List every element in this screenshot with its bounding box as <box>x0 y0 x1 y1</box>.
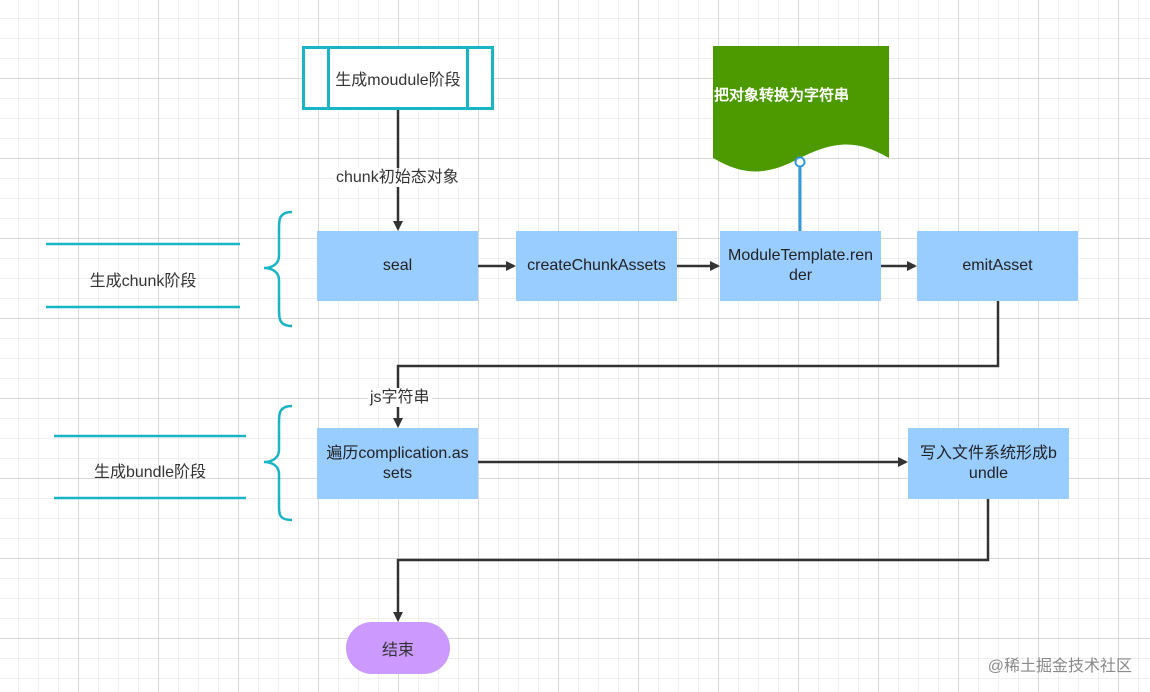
arrow-write-to-end <box>393 499 990 622</box>
bundle-stage-bracket <box>263 404 293 522</box>
node-traverse-assets: 遍历complication.assets <box>317 428 478 499</box>
stage-label-chunk: 生成chunk阶段 <box>89 273 197 290</box>
node-module-template-render: ModuleTemplate.render <box>720 231 881 301</box>
node-write-filesystem: 写入文件系统形成bundle <box>908 428 1069 499</box>
edge-label-chunk-init: chunk初始态对象 <box>334 168 461 187</box>
annotation-text: 把对象转换为字符串 <box>714 87 850 104</box>
chunk-stage-bracket <box>263 210 293 328</box>
annotation-document-shape <box>713 46 889 172</box>
end-node-label: 结束 <box>381 642 414 659</box>
node-seal: seal <box>317 231 478 301</box>
start-node-generate-module: 生成moudule阶段 <box>302 46 494 110</box>
end-node: 结束 <box>346 622 450 674</box>
stage-label-bundle: 生成bundle阶段 <box>93 464 207 481</box>
arrow-emit-to-traverse <box>393 301 1000 428</box>
node-create-chunk-assets: createChunkAssets <box>516 231 677 301</box>
annotation-link-dot <box>794 156 806 168</box>
edge-label-js-string: js字符串 <box>368 388 432 407</box>
start-node-label: 生成moudule阶段 <box>335 72 461 89</box>
node-emit-asset: emitAsset <box>917 231 1078 301</box>
watermark: @稀土掘金技术社区 <box>987 658 1132 675</box>
